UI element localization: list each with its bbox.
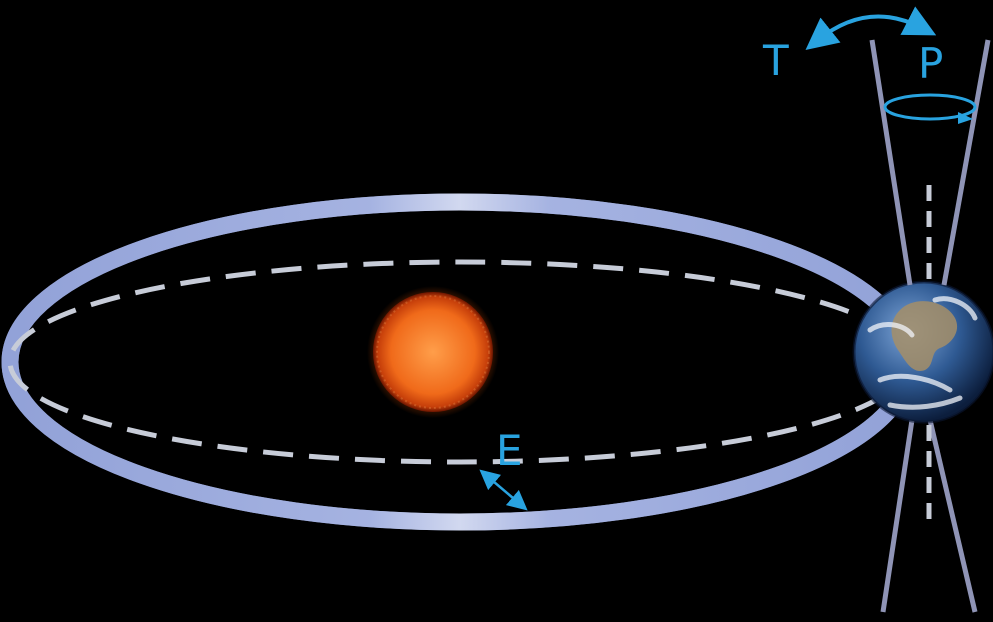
earth-limb [852,280,993,424]
precession-arrow-head [958,112,973,124]
obliquity-arrow [805,6,937,50]
sun-texture [376,295,490,409]
precession-label: P [918,39,943,88]
earth-clouds [867,296,978,410]
obliquity-label: T [762,36,789,85]
axis-cone-left-lower [880,419,915,613]
axis-cone-left-upper [869,39,913,286]
sun [367,286,499,418]
eccentricity-label: E [496,426,523,475]
axis-lower [880,419,978,613]
earth [852,280,993,424]
axis-upper [869,39,991,286]
earth-landmass [891,301,958,371]
axis-cone-right-upper [941,39,991,286]
eccentricity-arrow [479,469,528,511]
precession-arrow-ring [883,93,977,121]
axis-cone-right-lower [927,419,978,613]
sun-disk [373,292,493,412]
